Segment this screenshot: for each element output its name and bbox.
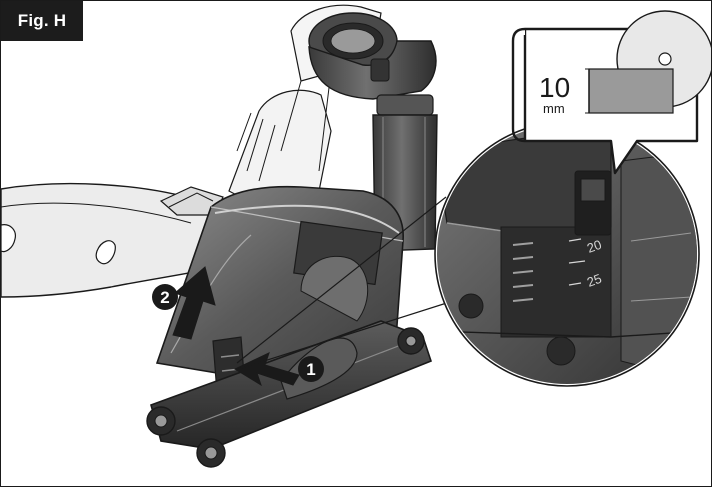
scale-mark-20: 20	[585, 237, 604, 256]
callout-2-number: 2	[160, 288, 169, 307]
depth-inset: 10 mm	[511, 10, 711, 175]
scale-mark-25: 25	[585, 271, 604, 290]
callout-2: 2	[152, 284, 178, 310]
push-arrow	[233, 352, 300, 387]
depth-value: 10	[539, 72, 570, 103]
figure-label: Fig. H	[1, 1, 83, 41]
callout-1: 1	[298, 356, 324, 382]
lift-arrow	[172, 266, 216, 340]
wheel-guard	[155, 185, 404, 420]
zoom-detail: 20 25	[434, 121, 700, 387]
guide-carriage	[146, 320, 432, 468]
callout-1-number: 1	[306, 360, 315, 379]
zoom-connector	[236, 196, 454, 370]
dust-extraction-pipe	[308, 12, 438, 252]
depth-unit: mm	[543, 101, 565, 116]
